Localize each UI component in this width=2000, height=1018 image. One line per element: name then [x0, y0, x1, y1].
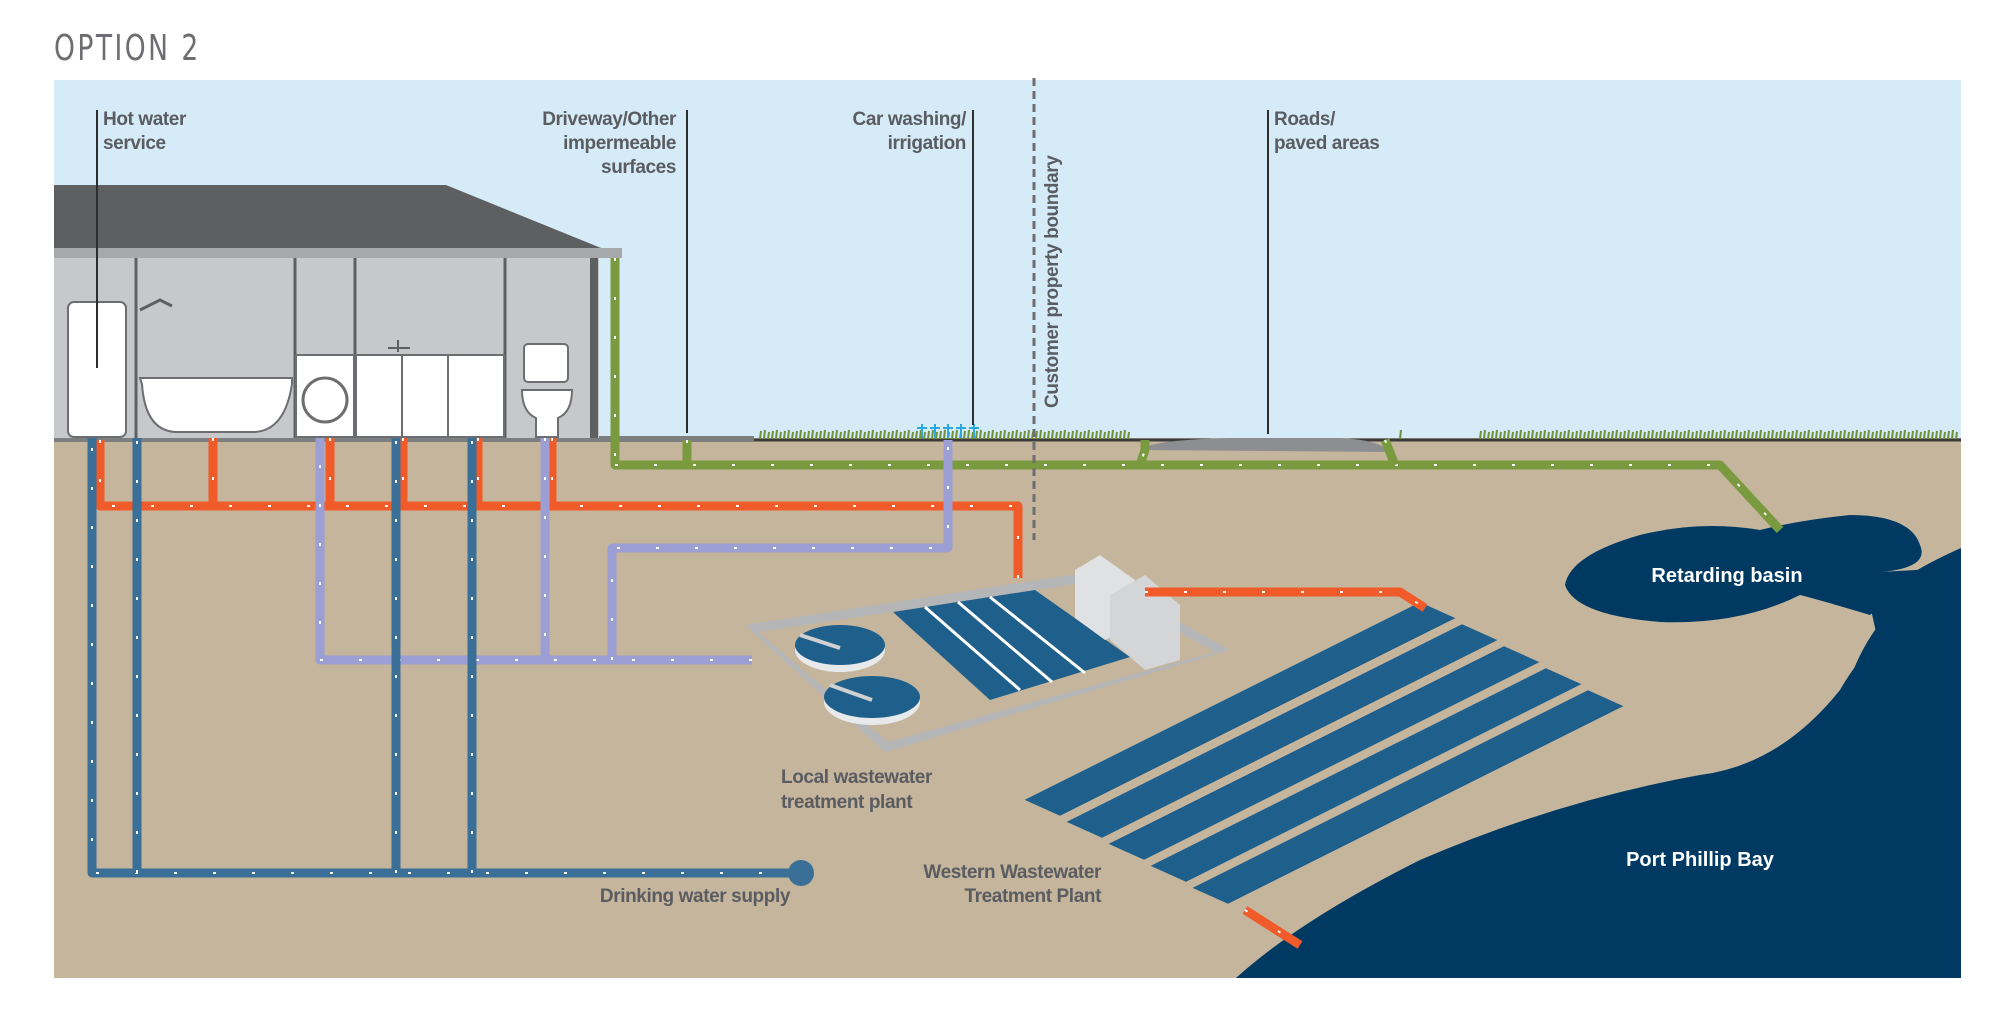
- label-western-plant-line2: Treatment Plant: [964, 886, 1102, 907]
- label-driveway-line2: impermeable: [563, 133, 676, 154]
- label-local-plant-line1: Local wastewater: [781, 767, 933, 788]
- recycled-pipe-main-flow-arrows: [319, 438, 752, 661]
- label-western-plant-line1: Western Wastewater: [923, 862, 1102, 883]
- stormwater-pipe-road: [1380, 438, 1400, 467]
- drinking-water-supply-node: [788, 860, 814, 886]
- toilet-cistern: [523, 343, 569, 383]
- label-retarding-basin: Retarding basin: [1651, 565, 1802, 587]
- stormwater-pipe-main: [615, 460, 1784, 534]
- label-port-phillip-bay: Port Phillip Bay: [1626, 849, 1775, 871]
- label-car-washing-line1: Car washing/: [853, 109, 968, 130]
- bay-channel: [1870, 548, 1961, 650]
- leader-lines: [96, 110, 1269, 434]
- label-car-washing-line2: irrigation: [888, 133, 966, 154]
- label-local-plant-line2: treatment plant: [781, 792, 913, 813]
- local-treatment-plant: [745, 555, 1230, 752]
- pipe-network: [87, 258, 1784, 949]
- label-roads-line2: paved areas: [1274, 133, 1379, 154]
- port-phillip-bay-shape: [1236, 580, 1961, 978]
- sprinkler-icon: [969, 424, 979, 438]
- sprinkler-icon: [930, 424, 940, 438]
- roof: [54, 185, 606, 250]
- bath: [138, 377, 293, 433]
- sprinkler-icon: [917, 424, 927, 438]
- drinking-pipe-main-flow-arrows: [91, 438, 801, 874]
- toilet-bowl: [520, 389, 574, 438]
- shower-head: [139, 298, 173, 312]
- label-roads-line1: Roads/: [1274, 109, 1336, 130]
- sprinklers: [917, 424, 979, 438]
- sewer-pipe-to-western-flow-arrows: [1145, 591, 1426, 609]
- sewer-pipe-outfall: [1242, 906, 1303, 949]
- label-driveway-line3: surfaces: [601, 157, 676, 178]
- label-property-boundary: Customer property boundary: [1042, 155, 1063, 408]
- recycled-pipe-irrigation: [607, 440, 953, 660]
- label-hot-water-line1: Hot water: [103, 109, 187, 130]
- sprinkler-icon: [956, 424, 966, 438]
- label-hot-water-line2: service: [103, 133, 166, 154]
- sewer-pipe-main: [95, 440, 1023, 578]
- retarding-basin-shape: [1565, 515, 1950, 623]
- diagram-title: OPTION 2: [54, 28, 201, 69]
- sprinkler-icon: [943, 424, 953, 438]
- road-surface: [1140, 438, 1390, 452]
- western-plant-lagoons: [1015, 597, 1633, 909]
- label-driveway-line1: Driveway/Other: [542, 109, 677, 130]
- dishwasher: [447, 354, 505, 438]
- house: [54, 185, 622, 438]
- label-drinking-water: Drinking water supply: [600, 886, 791, 907]
